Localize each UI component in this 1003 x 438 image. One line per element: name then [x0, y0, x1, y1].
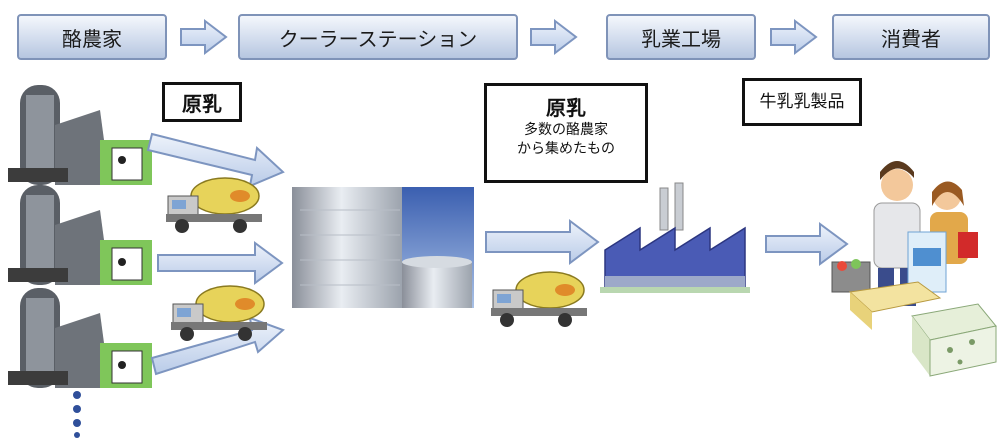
factory-illustration [600, 182, 750, 293]
label-raw-milk-2-note-1: 多数の酪農家 [524, 122, 608, 138]
label-raw-milk-2: 原乳 多数の酪農家 から集めたもの [484, 83, 648, 183]
label-raw-milk-2-note-2: から集めたもの [517, 141, 615, 157]
consumers-illustration [831, 161, 997, 377]
stage-cooler-station-text: クーラーステーション [278, 26, 478, 51]
label-raw-milk-1-text: 原乳 [182, 91, 222, 116]
header-arrow-2 [530, 18, 578, 56]
label-raw-milk-1: 原乳 [162, 82, 242, 122]
header-arrow-1 [180, 18, 228, 56]
farm-illustration-2 [8, 185, 152, 285]
label-milk-products-text: 牛乳乳製品 [759, 91, 845, 112]
stage-dairy-farmer-text: 酪農家 [62, 26, 122, 51]
stage-consumer-text: 消費者 [881, 26, 941, 51]
label-milk-products: 牛乳乳製品 [742, 78, 862, 126]
stage-cooler-station: クーラーステーション [238, 14, 518, 60]
station-to-factory-arrow [485, 219, 600, 265]
tank-truck-2 [171, 285, 267, 341]
farm-to-station-arrow-1 [146, 132, 285, 188]
farm-illustration-1 [8, 85, 152, 185]
farm-to-station-arrow-2 [157, 241, 284, 285]
cooler-station-tanks-photo [292, 187, 474, 308]
tank-truck-1 [166, 177, 262, 233]
tank-truck-3 [491, 271, 587, 327]
stage-dairy-farmer: 酪農家 [17, 14, 167, 60]
farm-illustration-3 [8, 288, 152, 388]
stage-dairy-factory-text: 乳業工場 [641, 26, 721, 51]
label-raw-milk-2-text: 原乳 [546, 96, 586, 120]
more-farmers-dots [73, 391, 81, 438]
stage-consumer: 消費者 [832, 14, 990, 60]
stage-dairy-factory: 乳業工場 [606, 14, 756, 60]
header-arrow-3 [770, 18, 818, 56]
factory-to-consumer-arrow [765, 222, 849, 266]
